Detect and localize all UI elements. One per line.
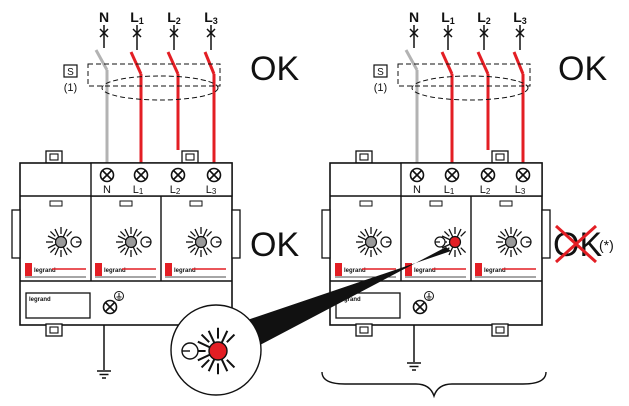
phase-wires [129,51,216,165]
module-brand: legrand [34,268,56,274]
label-l2: L2 [477,9,491,26]
zoom-callout [170,247,451,396]
module-1: legrand [25,200,86,278]
module-3: legrand [475,200,536,278]
ground-icon [96,370,112,379]
label-l3: L3 [513,9,527,26]
terminal-label-l2: L2 [170,184,181,196]
breaker-dashed-box [87,63,221,87]
left-assembly: N L1 L2 L3 S [11,9,299,379]
bracket-brace [321,371,547,399]
module-brand: legrand [414,268,436,274]
fault-note: (*) [599,237,614,253]
module-brand: legrand [104,268,126,274]
module-brand: legrand [344,268,366,274]
label-l1: L1 [130,9,144,26]
indicator-fault-icon [448,235,462,249]
terminal-label-n: N [413,184,421,196]
neutral-wire [94,44,109,165]
module-2-fault: legrand [405,200,467,278]
terminal-label-l3: L3 [515,184,526,196]
phase-wires [440,51,525,165]
indicator-ok-icon [194,235,208,249]
module-brand: legrand [174,268,196,274]
base-brand: legrand [29,297,51,303]
terminal-label-l1: L1 [444,184,455,196]
breaker-dashed-box [397,63,531,87]
base-label-plate [25,292,91,319]
module-3: legrand [165,200,226,278]
label-l1: L1 [441,9,455,26]
contact-crosses [99,25,216,44]
terminal-label-l3: L3 [206,184,217,196]
status-ok-modules: OK [250,226,299,264]
module-brand: legrand [484,268,506,274]
right-assembly: N L1 L2 L3 S (1) OK [321,9,614,399]
callout-beam [206,247,451,345]
indicator-ok-icon [124,235,138,249]
contact-crosses [409,25,525,44]
breaker-note: (1) [64,82,77,94]
neutral-wire [404,44,419,165]
terminal-label-l2: L2 [480,184,491,196]
indicator-ok-icon [504,235,518,249]
breaker-marker-box [373,64,388,78]
base-brand: legrand [339,297,361,303]
breaker-marker-box [63,64,78,78]
indicator-ok-icon [54,235,68,249]
ground-icon [406,362,422,371]
breaker-marker: S [377,67,384,78]
status-ok-top: OK [250,50,299,88]
label-n: N [99,9,109,25]
breaker-note: (1) [374,82,387,94]
module-2: legrand [95,200,156,278]
label-n: N [409,9,419,25]
breaker-ellipse [101,75,219,101]
indicator-fault-zoom-icon [208,341,228,361]
indicator-ok-icon [364,235,378,249]
breaker-ellipse [411,75,529,101]
terminal-label-l1: L1 [133,184,144,196]
terminal-label-n: N [103,184,111,196]
breaker-marker: S [67,67,74,78]
label-l3: L3 [204,9,218,26]
module-1: legrand [335,200,396,278]
label-l2: L2 [167,9,181,26]
status-ok-top: OK [558,50,607,88]
